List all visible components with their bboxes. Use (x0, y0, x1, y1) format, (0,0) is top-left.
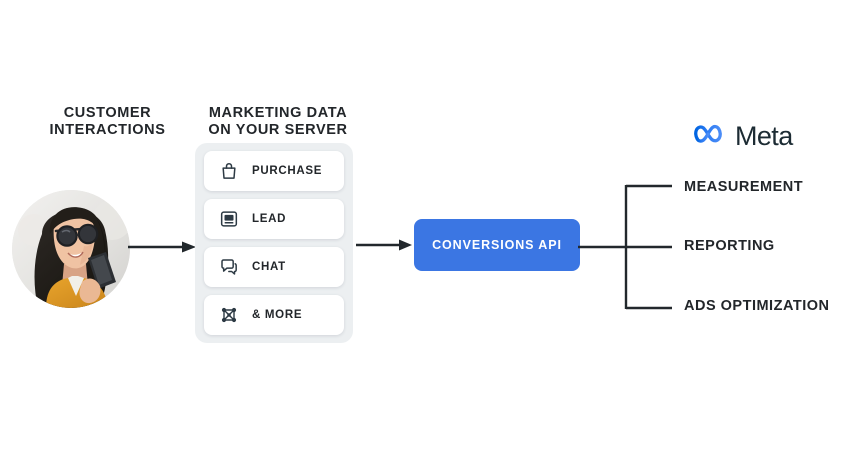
data-card-label: & MORE (252, 309, 303, 321)
conversions-api-button[interactable]: CONVERSIONS API (414, 219, 580, 271)
form-monitor-icon (218, 208, 240, 230)
arrow-customer-to-server (128, 240, 198, 254)
outcome-measurement: MEASUREMENT (684, 179, 804, 195)
data-card-label: CHAT (252, 261, 286, 273)
meta-infinity-icon (694, 122, 728, 151)
shopping-bag-icon (218, 160, 240, 182)
marketing-data-title: MARKETING DATA ON YOUR SERVER (188, 105, 368, 139)
meta-wordmark: Meta (735, 121, 793, 151)
data-card-purchase[interactable]: PURCHASE (204, 151, 344, 191)
data-card-lead[interactable]: LEAD (204, 199, 344, 239)
outcome-ads-optimization: ADS OPTIMIZATION (684, 298, 830, 314)
customer-title-line-1: CUSTOMER (63, 105, 152, 121)
bracket-three-branch (578, 180, 678, 314)
arrow-server-to-api (356, 238, 414, 252)
outcome-reporting: REPORTING (684, 238, 775, 254)
server-title-line-1: MARKETING DATA (208, 105, 348, 121)
marketing-data-card-stack: PURCHASE LEAD CHAT (195, 143, 353, 343)
customer-title-line-2: INTERACTIONS (49, 122, 166, 138)
nodes-network-icon (218, 304, 240, 326)
customer-interactions-title: CUSTOMER INTERACTIONS (20, 105, 195, 139)
server-title-line-2: ON YOUR SERVER (208, 122, 348, 138)
chat-bubble-icon (218, 256, 240, 278)
data-card-label: LEAD (252, 213, 287, 225)
meta-logo: Meta (694, 122, 793, 151)
avatar (12, 190, 130, 308)
data-card-chat[interactable]: CHAT (204, 247, 344, 287)
data-card-more[interactable]: & MORE (204, 295, 344, 335)
data-card-label: PURCHASE (252, 165, 323, 177)
